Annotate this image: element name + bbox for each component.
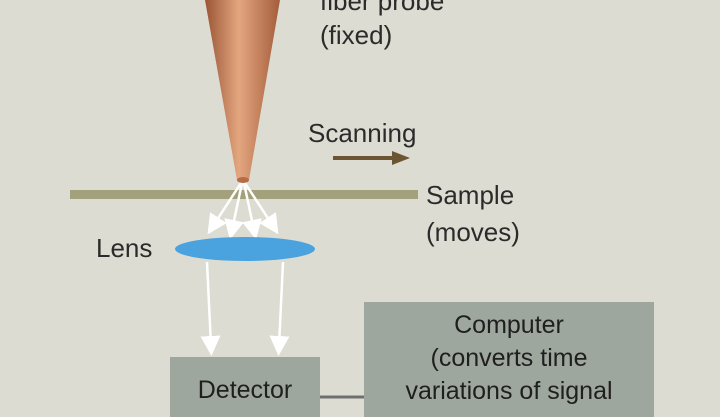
computer-label-line2: (converts time <box>430 344 588 372</box>
lens-ellipse <box>175 237 315 261</box>
light-rays-lower <box>200 261 290 356</box>
ray-1 <box>207 182 243 235</box>
detector-label: Detector <box>197 376 293 404</box>
probe-label-line2: (fixed) <box>320 20 393 50</box>
ray-3 <box>242 182 262 240</box>
probe-label-line1: fiber probe <box>320 0 445 16</box>
sample-bar <box>70 190 418 199</box>
scanning-label: Scanning <box>308 118 417 148</box>
diagram-canvas <box>70 0 418 399</box>
computer-label-line1: Computer <box>454 311 564 339</box>
computer-label-line3: variations of signal <box>405 377 613 405</box>
ray-4 <box>243 182 279 235</box>
ray-2 <box>224 182 244 240</box>
sample-label-line2: (moves) <box>426 217 520 247</box>
fiber-probe <box>205 0 280 180</box>
lens-label: Lens <box>96 233 153 263</box>
ray-right <box>269 261 290 356</box>
light-rays-upper <box>207 182 279 240</box>
sample-label-line1: Sample <box>426 180 515 210</box>
ray-left <box>200 261 221 356</box>
scanning-arrow-head <box>392 151 410 165</box>
probe-tip <box>237 177 249 183</box>
computer-box <box>364 302 654 417</box>
